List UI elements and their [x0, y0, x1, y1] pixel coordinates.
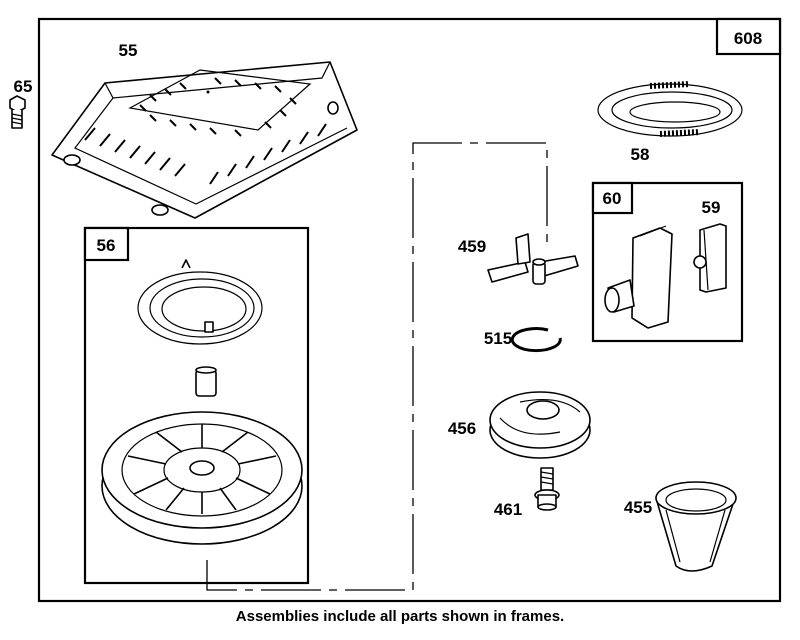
frame-608 [37, 17, 782, 603]
label-461: 461 [494, 500, 522, 519]
label-459: 459 [458, 237, 486, 256]
frame-608-label: 608 [734, 29, 762, 48]
housing-side-slots [84, 123, 327, 185]
screw-461 [534, 467, 560, 511]
label-58: 58 [631, 145, 650, 164]
cup-455 [655, 481, 737, 572]
label-456: 456 [448, 419, 476, 438]
switch-clip [693, 223, 727, 293]
pawl-459 [487, 233, 579, 285]
recoil-spring [137, 259, 263, 345]
label-55: 55 [119, 41, 138, 60]
housing-55 [51, 61, 358, 219]
diagram-caption: Assemblies include all parts shown in fr… [235, 608, 565, 625]
ratchet-456 [489, 391, 591, 459]
label-65: 65 [14, 77, 33, 96]
assembly-line [206, 142, 548, 591]
frame-56 [83, 226, 310, 585]
pivot-pin [195, 366, 217, 397]
pulley [101, 411, 303, 545]
frame-60 [591, 181, 744, 343]
bolt-65 [9, 95, 26, 129]
label-455: 455 [624, 498, 652, 517]
switch-body [604, 225, 673, 329]
label-59: 59 [702, 198, 721, 217]
frame-60-label: 60 [603, 189, 622, 208]
retainer-ring-515 [510, 327, 562, 353]
frame-56-label: 56 [97, 236, 116, 255]
housing-vents [139, 77, 297, 137]
frame-608-tag [715, 17, 782, 56]
frame-56-tag [83, 226, 130, 262]
frame-60-tag [591, 181, 634, 215]
spring-58 [597, 81, 743, 137]
label-515: 515 [484, 329, 512, 348]
